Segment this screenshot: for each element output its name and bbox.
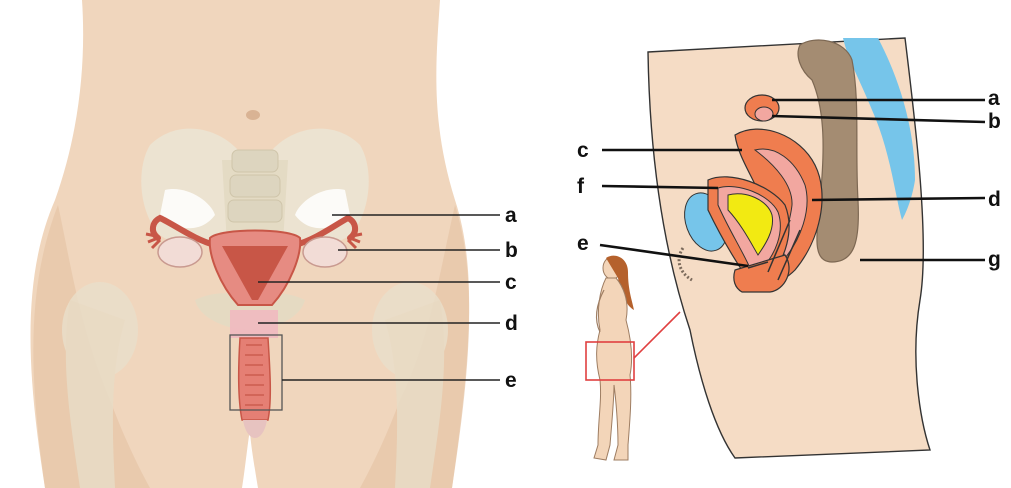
inset-pointer-line — [634, 312, 680, 358]
cervix — [230, 310, 278, 338]
label-a-front: a — [505, 204, 517, 227]
vagina — [239, 338, 271, 420]
label-b-front: b — [505, 239, 518, 262]
front-view-panel: a b c d e — [30, 0, 517, 488]
lumbar-spine — [228, 150, 282, 222]
label-g-side: g — [988, 248, 1001, 271]
standing-figure-inset — [586, 256, 680, 460]
label-e-side: e — [577, 232, 589, 255]
label-b-side: b — [988, 110, 1001, 133]
label-c-front: c — [505, 271, 517, 294]
label-d-side: d — [988, 188, 1001, 211]
figure-body — [594, 278, 632, 460]
label-f-side: f — [577, 175, 585, 198]
ovary-right — [303, 237, 347, 267]
label-e-front: e — [505, 369, 517, 392]
side-view-panel: a b c f d e g — [577, 38, 1001, 460]
ovary-inner-side — [755, 107, 773, 121]
navel — [246, 110, 260, 120]
ovary-left — [158, 237, 202, 267]
label-d-front: d — [505, 312, 518, 335]
label-a-side: a — [988, 87, 1000, 110]
label-c-side: c — [577, 139, 589, 162]
